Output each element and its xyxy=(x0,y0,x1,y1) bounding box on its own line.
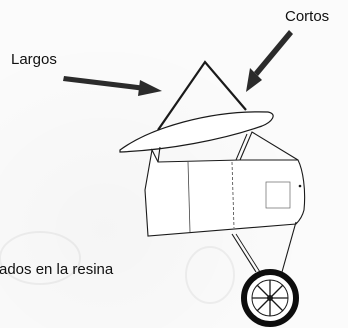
landing-wheel xyxy=(241,269,299,327)
bleed-through-wheel xyxy=(185,246,235,304)
windscreen-strut xyxy=(235,133,248,161)
cabane-struts xyxy=(157,60,247,131)
upper-wing xyxy=(119,111,274,153)
arrow-largos xyxy=(63,76,162,96)
panel-line-2 xyxy=(231,161,235,229)
label-cortos: Cortos xyxy=(285,8,330,25)
landing-gear-strut-inner xyxy=(235,233,261,273)
landing-gear-struts xyxy=(231,221,297,273)
panel-line-1 xyxy=(187,161,191,233)
rivet-dot xyxy=(298,184,302,188)
side-panel xyxy=(265,181,291,209)
fuselage xyxy=(144,148,306,237)
bleed-through-shape xyxy=(0,231,81,285)
label-largos: Largos xyxy=(11,51,57,68)
caption-text: ados en la resina xyxy=(0,261,114,278)
arrow-cortos xyxy=(246,30,293,92)
cockpit-frame xyxy=(157,131,299,163)
